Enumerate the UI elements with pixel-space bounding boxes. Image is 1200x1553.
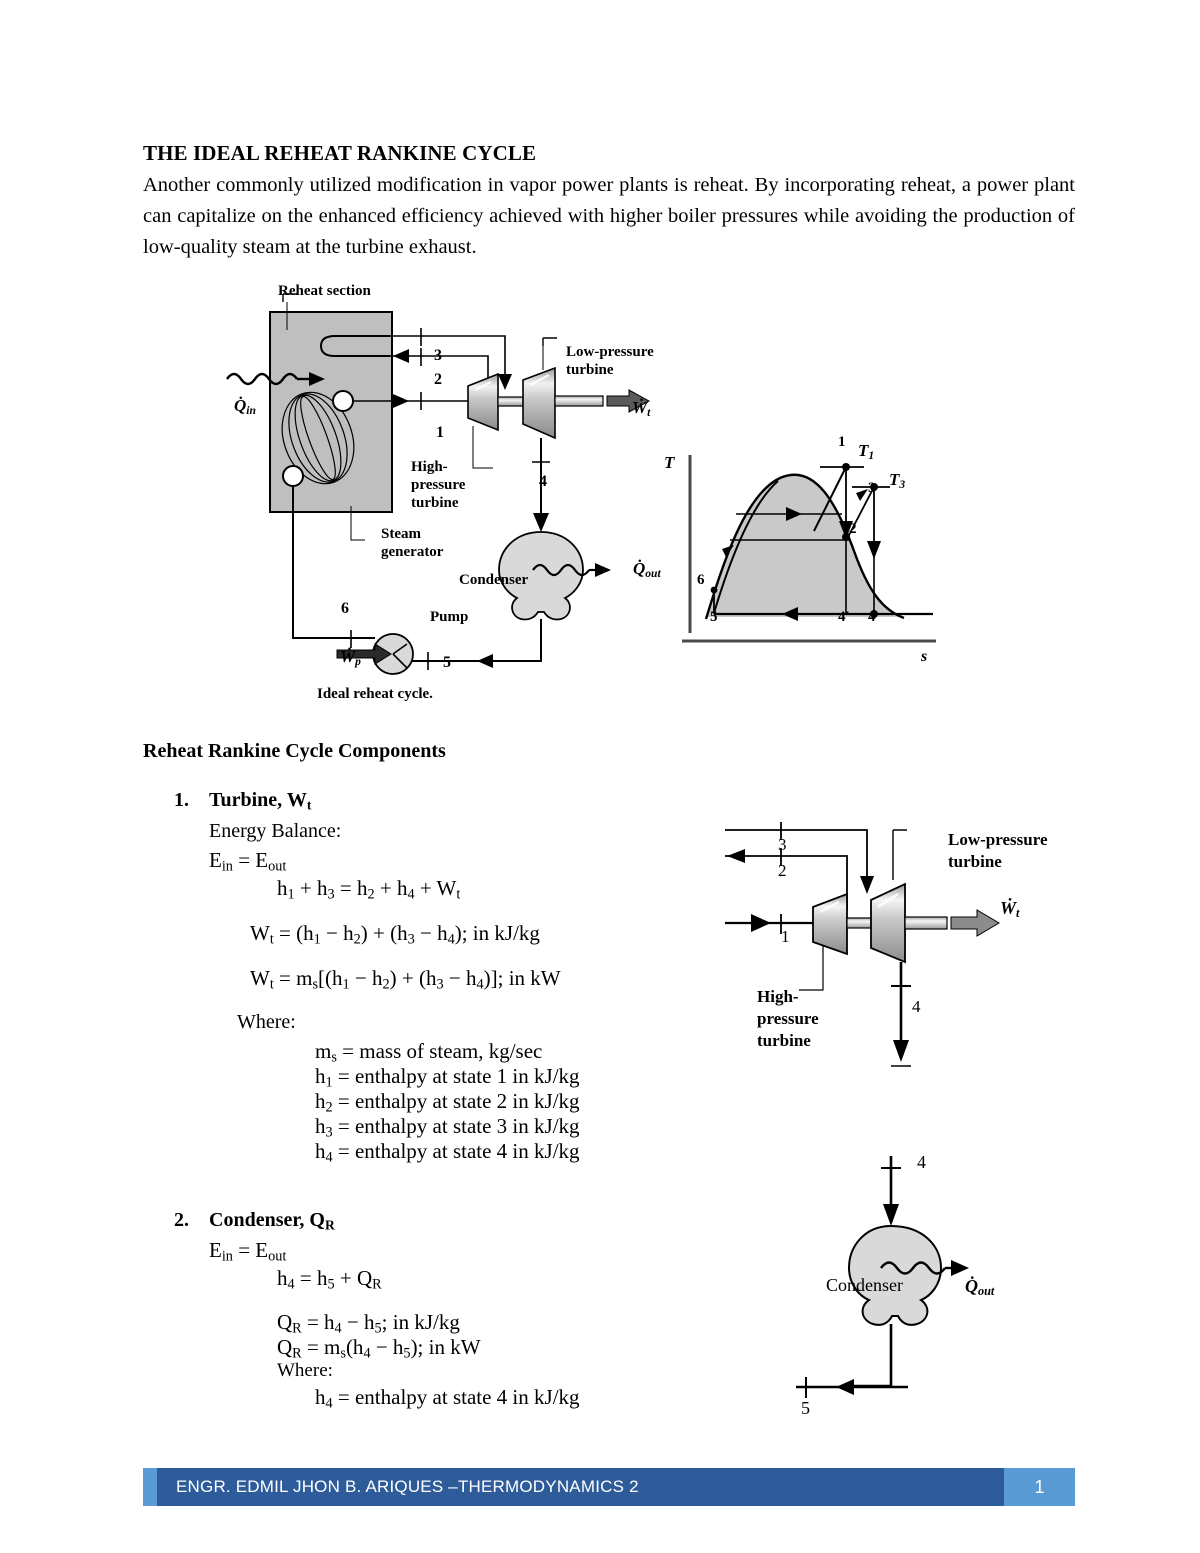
ts-point-2: 2 <box>849 521 857 537</box>
w-p-label: Ẇp <box>340 647 361 668</box>
state-2-detail: 2 <box>778 861 787 880</box>
state-3-detail: 3 <box>778 835 787 854</box>
page-title: THE IDEAL REHEAT RANKINE CYCLE <box>143 141 537 165</box>
state-1-detail: 1 <box>781 927 790 946</box>
definition-1-2: h2 = enthalpy at state 2 in kJ/kg <box>315 1089 580 1116</box>
condenser-label-detail: Condenser <box>826 1275 903 1295</box>
ts-t3-label: T3 <box>889 470 906 491</box>
definition-1-0: ms = mass of steam, kg/sec <box>315 1039 543 1066</box>
footer-page-box <box>1004 1468 1075 1506</box>
figure-caption: Ideal reheat cycle. <box>317 686 433 702</box>
footer-text: ENGR. EDMIL JHON B. ARIQUES –THERMODYNAM… <box>176 1477 639 1496</box>
state-1-cycle: 1 <box>436 424 444 441</box>
ts-axis-t: T <box>664 453 675 472</box>
turbine-detail-figure <box>715 822 1045 1082</box>
definition-1-3: h3 = enthalpy at state 3 in kJ/kg <box>315 1114 580 1141</box>
q-out-label-detail: Q̇out <box>965 1276 995 1299</box>
q-out-label-cycle: Q̇out <box>633 559 661 580</box>
ts-axis-s: s <box>921 648 928 665</box>
ein-eout-2: Ein = Eout <box>209 1238 287 1265</box>
w-t-label-detail: Ẇt <box>1000 898 1020 921</box>
where-label-1: Where: <box>237 1011 296 1033</box>
ts-diagram-figure <box>668 445 948 670</box>
condenser-eq-2: QR = ms(h4 − h5); in kW <box>277 1335 481 1362</box>
ts-point-4: 4 <box>868 609 876 625</box>
component-2-title: Condenser, QR <box>209 1209 335 1233</box>
ts-t1-label: T1 <box>858 441 875 462</box>
component-1-number: 1. <box>174 789 189 811</box>
condenser-eq-1: QR = h4 − h5; in kJ/kg <box>277 1310 460 1337</box>
ts-point-5: 5 <box>710 609 718 625</box>
ideal-reheat-cycle-figure <box>225 278 685 678</box>
state-2-cycle: 2 <box>434 371 442 388</box>
component-2-number: 2. <box>174 1209 189 1231</box>
section-heading: Reheat Rankine Cycle Components <box>143 740 446 762</box>
where-label-2: Where: <box>277 1360 333 1381</box>
turbine-eq-0: h1 + h3 = h2 + h4 + Wt <box>277 876 461 903</box>
pump-label: Pump <box>430 609 469 625</box>
component-1-title: Turbine, Wt <box>209 789 312 813</box>
footer-band <box>157 1468 1004 1506</box>
ts-point-6: 6 <box>697 572 705 588</box>
intro-paragraph: Another commonly utilized modification i… <box>143 174 1075 258</box>
turbine-eq-2: Wt = ms[(h1 − h2) + (h3 − h4)]; in kW <box>250 966 561 993</box>
w-t-label-cycle: Ẇt <box>632 398 651 419</box>
state-6-cycle: 6 <box>341 600 349 617</box>
q-in-label: Q̇in <box>234 396 256 417</box>
definition-2-0: h4 = enthalpy at state 4 in kJ/kg <box>315 1385 580 1412</box>
reheat-section-label: Reheat section <box>278 283 371 299</box>
state-3-cycle: 3 <box>434 347 442 364</box>
state-5-cycle: 5 <box>443 654 451 671</box>
definition-1-4: h4 = enthalpy at state 4 in kJ/kg <box>315 1139 580 1166</box>
footer-accent-bar <box>143 1468 157 1506</box>
ts-point-1: 1 <box>838 434 846 450</box>
page-footer: ENGR. EDMIL JHON B. ARIQUES –THERMODYNAM… <box>143 1468 1075 1506</box>
ts-point-4prime: 4′ <box>838 609 850 625</box>
state-4-cycle: 4 <box>539 473 547 490</box>
state-4-detail: 4 <box>912 997 921 1016</box>
state-4-condenser: 4 <box>917 1152 926 1172</box>
footer-page-number: 1 <box>1034 1477 1045 1497</box>
turbine-eq-1: Wt = (h1 − h2) + (h3 − h4); in kJ/kg <box>250 921 540 948</box>
condenser-outlet-line <box>790 1374 910 1414</box>
ein-eout-1: Ein = Eout <box>209 848 287 875</box>
condenser-label-cycle: Condenser <box>459 572 529 588</box>
condenser-eq-0: h4 = h5 + QR <box>277 1266 382 1293</box>
definition-1-1: h1 = enthalpy at state 1 in kJ/kg <box>315 1064 580 1091</box>
ts-point-3: 3 <box>868 480 876 496</box>
energy-balance-label-1: Energy Balance: <box>209 820 342 842</box>
state-5-condenser: 5 <box>801 1398 810 1418</box>
